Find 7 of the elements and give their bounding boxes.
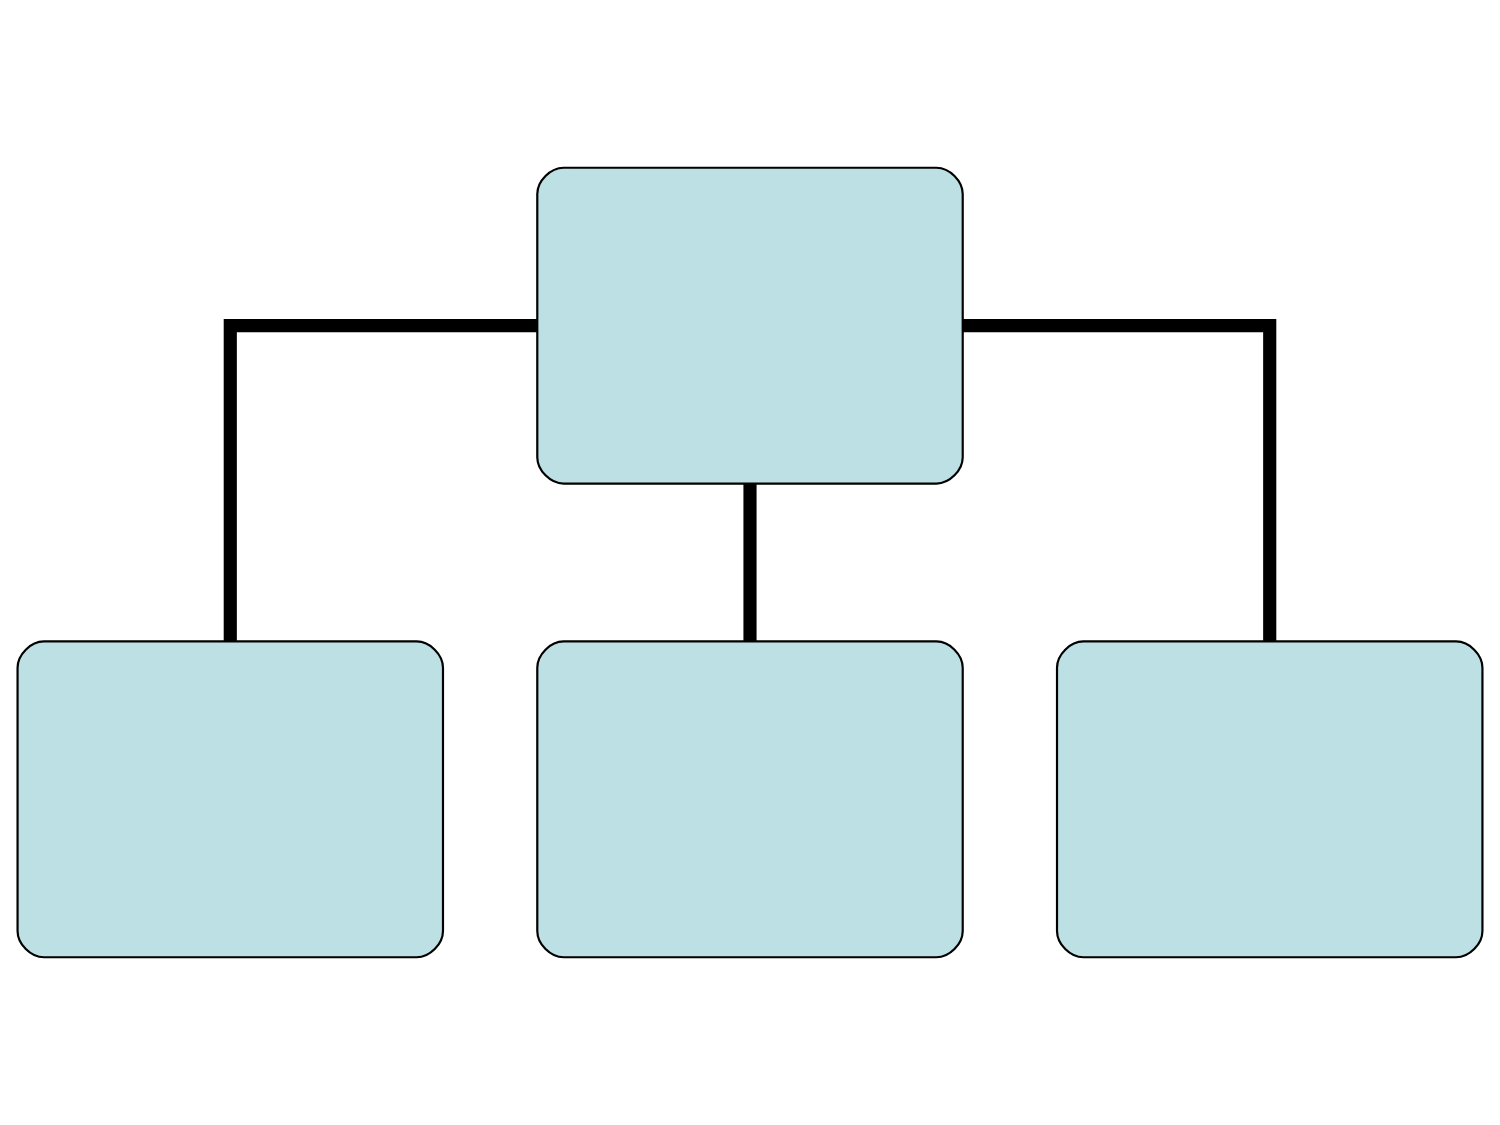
node-box xyxy=(1055,640,1484,959)
node-box xyxy=(536,166,964,485)
connector xyxy=(743,484,757,642)
connector xyxy=(962,319,1277,641)
connector xyxy=(223,319,538,641)
node-box xyxy=(16,640,445,959)
node-box xyxy=(536,640,964,959)
